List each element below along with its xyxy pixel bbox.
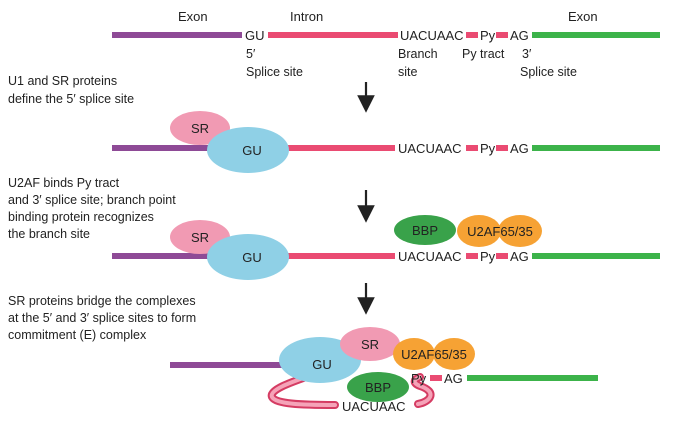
exon5-strand bbox=[112, 32, 242, 38]
step1-ag-label: AG bbox=[510, 141, 529, 156]
step3-sr-protein bbox=[340, 327, 400, 361]
step1: U1 and SR proteins define the 5′ splice … bbox=[8, 74, 660, 173]
branch-site-label: site bbox=[398, 65, 418, 79]
step2-intron-link-2 bbox=[496, 253, 508, 259]
step1-exon3-strand bbox=[532, 145, 660, 151]
step3-bbp-protein bbox=[347, 372, 409, 402]
step1-intron-link-2 bbox=[496, 145, 508, 151]
intron-label: Intron bbox=[290, 9, 323, 24]
five-prime-splice-site-label: Splice site bbox=[246, 65, 303, 79]
three-prime-label: 3′ bbox=[522, 47, 532, 61]
step3-intron-link bbox=[430, 375, 442, 381]
step3-exon3-strand bbox=[467, 375, 598, 381]
exon-left-label: Exon bbox=[178, 9, 208, 24]
step3: SR proteins bridge the complexes at the … bbox=[8, 294, 598, 414]
branch-label: Branch bbox=[398, 47, 438, 61]
step2-intron-strand bbox=[285, 253, 395, 259]
step2-branch-seq-label: UACUAAC bbox=[398, 249, 462, 264]
step2-note-line1: U2AF binds Py tract bbox=[8, 176, 120, 190]
step1-py-label: Py bbox=[480, 141, 496, 156]
gu-label: GU bbox=[245, 28, 265, 43]
py-tract-label: Py tract bbox=[462, 47, 505, 61]
branch-seq-label: UACUAAC bbox=[400, 28, 464, 43]
step1-note-line1: U1 and SR proteins bbox=[8, 74, 117, 88]
step3-u2af-lobe-1 bbox=[393, 338, 435, 370]
step3-sr-label: SR bbox=[361, 337, 379, 352]
step2-u2af-lobe-1 bbox=[457, 215, 501, 247]
step2-note-line3: binding protein recognizes bbox=[8, 210, 154, 224]
step3-bbp-label: BBP bbox=[365, 380, 391, 395]
step2-note-line2: and 3′ splice site; branch point bbox=[8, 193, 176, 207]
step3-intron-loop-right bbox=[412, 375, 433, 406]
step2-exon5-strand bbox=[112, 253, 220, 259]
step2: U2AF binds Py tract and 3′ splice site; … bbox=[8, 176, 660, 280]
step1-exon5-strand bbox=[112, 145, 220, 151]
step1-u1-protein bbox=[207, 127, 289, 173]
step3-ag-label: AG bbox=[444, 371, 463, 386]
step1-intron-link-1 bbox=[466, 145, 478, 151]
ag-label: AG bbox=[510, 28, 529, 43]
step1-branch-seq-label: UACUAAC bbox=[398, 141, 462, 156]
step2-u1-protein bbox=[207, 234, 289, 280]
step2-note-line4: the branch site bbox=[8, 227, 90, 241]
step3-branch-seq-label: UACUAAC bbox=[342, 399, 406, 414]
step2-sr-label: SR bbox=[191, 230, 209, 245]
step1-intron-strand bbox=[285, 145, 395, 151]
step3-note-line3: commitment (E) complex bbox=[8, 328, 147, 342]
py-label: Py bbox=[480, 28, 496, 43]
step2-ag-label: AG bbox=[510, 249, 529, 264]
step2-intron-link-1 bbox=[466, 253, 478, 259]
top-row: Exon Intron Exon GU UACUAAC Py AG 5′ Spl… bbox=[112, 9, 660, 79]
step2-gu-label: GU bbox=[242, 250, 262, 265]
step2-exon3-strand bbox=[532, 253, 660, 259]
step2-u2af-label: U2AF65/35 bbox=[467, 224, 533, 239]
step1-note-line2: define the 5′ splice site bbox=[8, 92, 134, 106]
step2-bbp-label: BBP bbox=[412, 223, 438, 238]
step3-note-line2: at the 5′ and 3′ splice sites to form bbox=[8, 311, 196, 325]
intron-link-1 bbox=[466, 32, 478, 38]
step1-sr-label: SR bbox=[191, 121, 209, 136]
three-prime-splice-site-label: Splice site bbox=[520, 65, 577, 79]
step1-gu-label: GU bbox=[242, 143, 262, 158]
five-prime-label: 5′ bbox=[246, 47, 256, 61]
step3-u2af-lobe-2 bbox=[433, 338, 475, 370]
exon3-strand bbox=[532, 32, 660, 38]
step3-u2af-label: U2AF65/35 bbox=[401, 347, 467, 362]
step2-bbp-protein bbox=[394, 215, 456, 245]
step3-gu-label: GU bbox=[312, 357, 332, 372]
step3-u1-protein bbox=[279, 337, 361, 383]
step2-u2af-lobe-2 bbox=[498, 215, 542, 247]
step2-py-label: Py bbox=[480, 249, 496, 264]
step3-py-label: Py bbox=[411, 371, 427, 386]
intron-link-2 bbox=[496, 32, 508, 38]
exon-right-label: Exon bbox=[568, 9, 598, 24]
intron-strand bbox=[268, 32, 398, 38]
step3-note-line1: SR proteins bridge the complexes bbox=[8, 294, 196, 308]
step3-exon5-strand bbox=[170, 362, 290, 368]
